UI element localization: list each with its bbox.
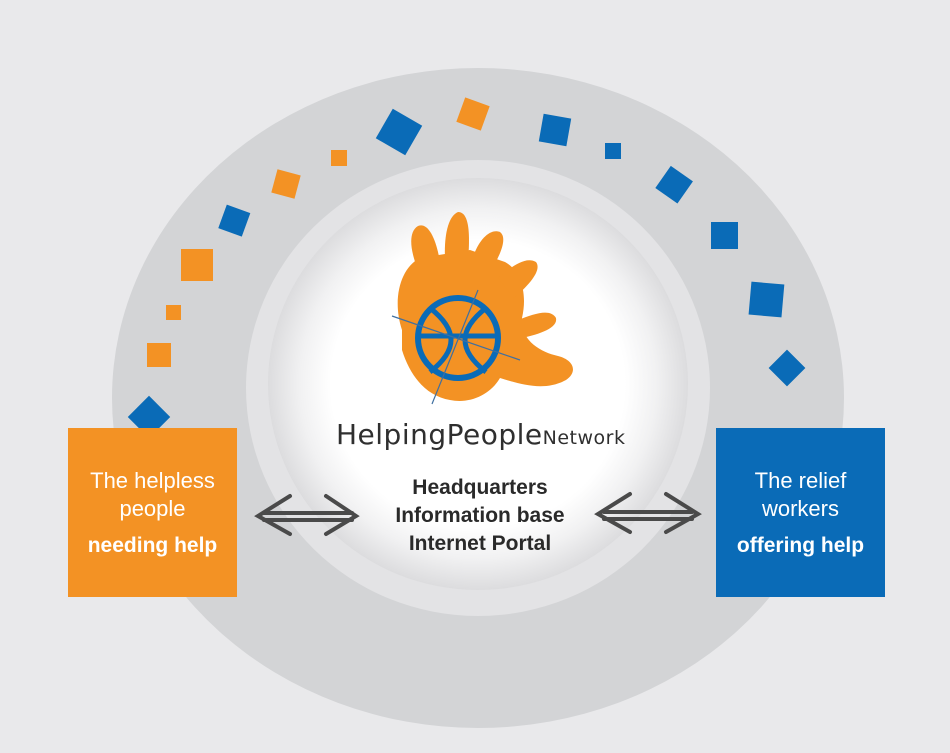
square-icon bbox=[655, 165, 693, 204]
left-box-line2: people bbox=[119, 495, 186, 521]
logo-wordmark: HelpingPeopleNetwork bbox=[336, 418, 636, 451]
hand-globe-icon bbox=[391, 212, 573, 405]
square-icon bbox=[127, 395, 171, 439]
square-icon bbox=[748, 281, 785, 318]
logo-sub-text: Network bbox=[542, 427, 626, 449]
double-arrow-icon bbox=[254, 494, 360, 536]
decor-squares bbox=[127, 97, 806, 439]
square-icon bbox=[331, 150, 347, 166]
square-icon bbox=[147, 343, 171, 367]
square-icon bbox=[711, 222, 738, 249]
center-label: Headquarters Information base Internet P… bbox=[340, 474, 620, 558]
square-icon bbox=[768, 349, 806, 387]
right-box-line2: workers bbox=[761, 495, 839, 521]
double-arrow-icon bbox=[594, 492, 702, 534]
center-line-internet-portal: Internet Portal bbox=[408, 532, 552, 555]
left-box-emphasis: needing help bbox=[87, 533, 218, 557]
square-icon bbox=[375, 108, 423, 156]
square-icon bbox=[218, 204, 251, 237]
logo-main-text: HelpingPeople bbox=[336, 418, 543, 451]
left-box-line1: The helpless bbox=[90, 467, 215, 493]
square-icon bbox=[605, 143, 621, 159]
square-icon bbox=[538, 113, 572, 147]
right-box-line1: The relief bbox=[754, 467, 847, 493]
helpless-people-box: The helpless people needing help bbox=[68, 428, 237, 597]
right-box-emphasis: offering help bbox=[736, 533, 865, 557]
square-icon bbox=[271, 169, 301, 199]
square-icon bbox=[166, 305, 181, 320]
square-icon bbox=[181, 249, 213, 281]
square-icon bbox=[456, 97, 490, 131]
center-line-headquarters: Headquarters bbox=[412, 476, 548, 499]
center-line-information-base: Information base bbox=[395, 504, 565, 527]
relief-workers-box: The relief workers offering help bbox=[716, 428, 885, 597]
